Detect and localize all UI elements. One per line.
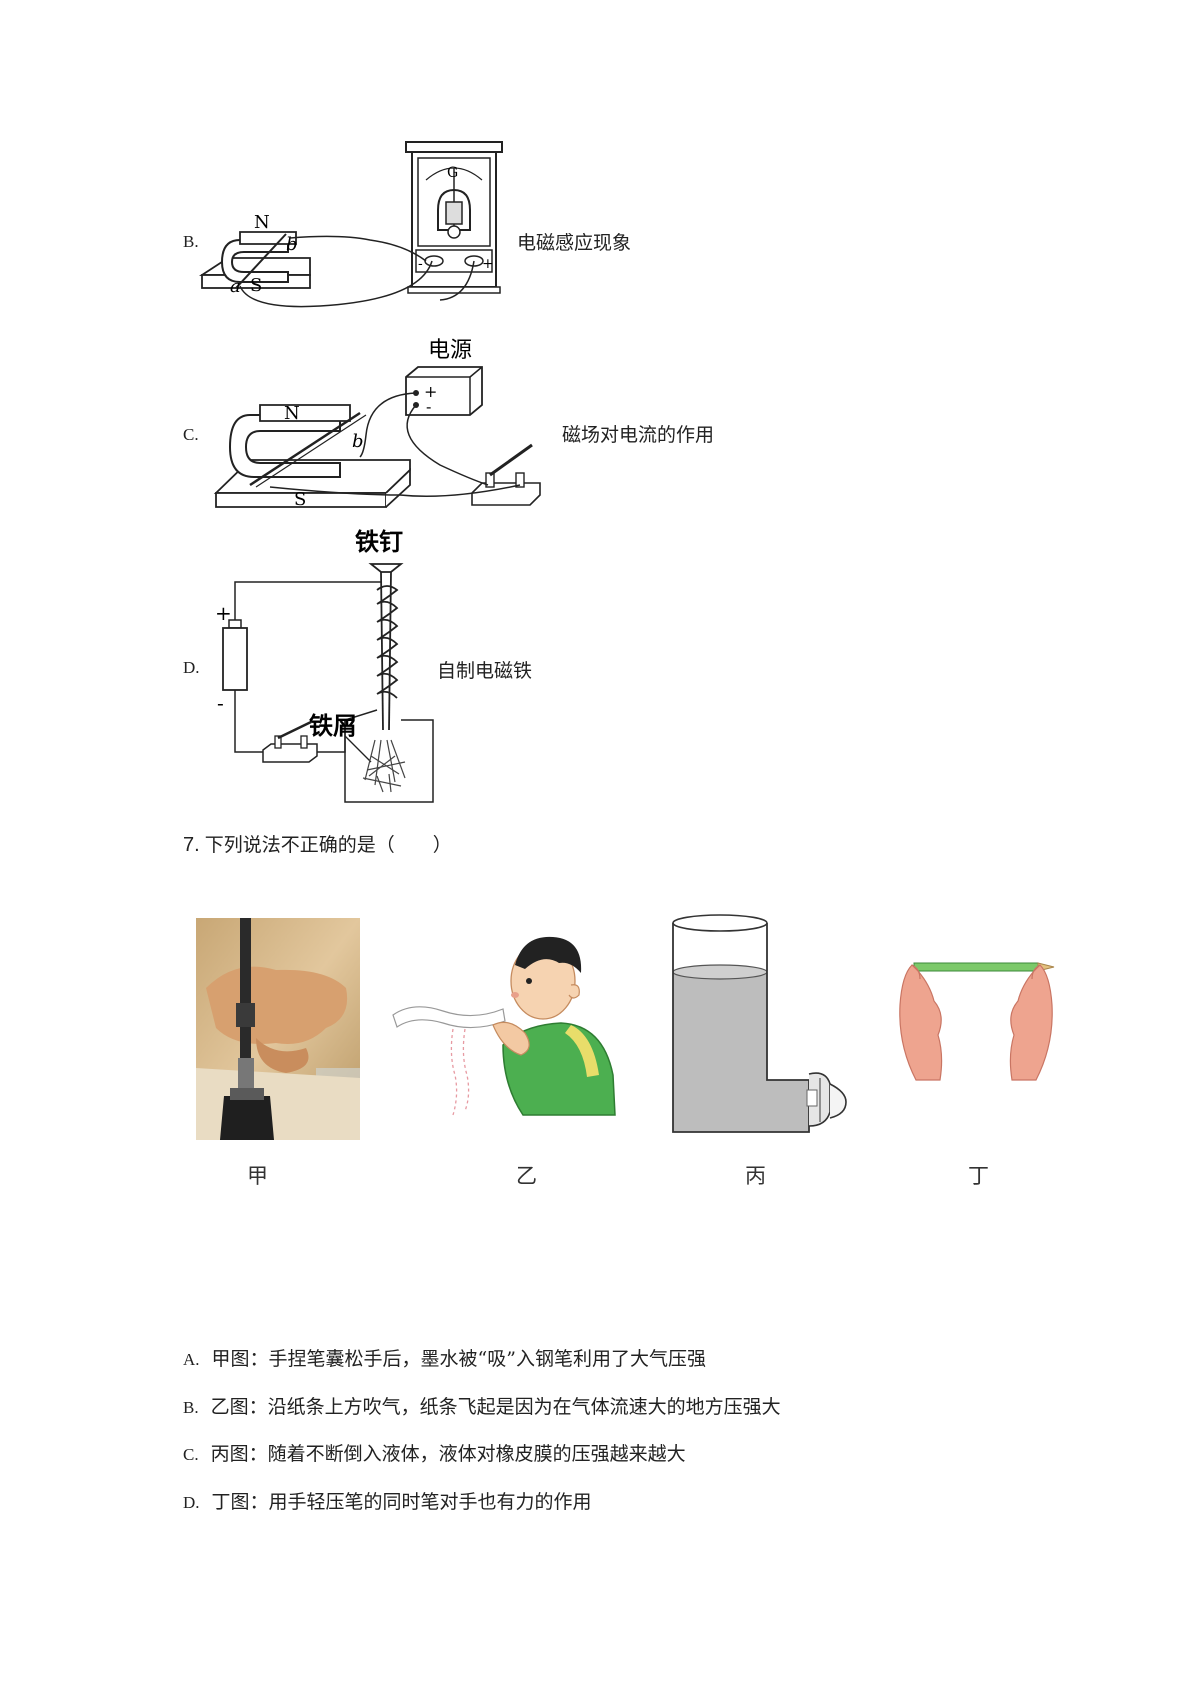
galvanometer-g-label: G	[447, 165, 458, 181]
figure-ding-hands-pencil	[899, 962, 1055, 1081]
galvanometer-plus-label: +	[482, 256, 494, 272]
answer-text: 甲图：手捏笔囊松手后，墨水被“吸”入钢笔利用了大气压强	[211, 1348, 706, 1370]
answer-text: 丙图：随着不断倒入液体，液体对橡皮膜的压强越来越大	[210, 1443, 686, 1465]
answer-text: 乙图：沿纸条上方吹气，纸条飞起是因为在气体流速大的地方压强大	[210, 1396, 781, 1418]
battery-minus-label: -	[217, 691, 224, 715]
induction-diagram: G - + N S a b	[198, 141, 503, 308]
power-source-label: 电源	[428, 338, 472, 363]
question-text: 下列说法不正确的是（ ）	[204, 834, 452, 856]
magnet-s-label: S	[294, 489, 306, 510]
switch-icon	[471, 443, 541, 506]
option-b-caption: 电磁感应现象	[517, 232, 632, 254]
conductor-b-label: b	[286, 234, 298, 255]
iron-filings-icon	[362, 739, 406, 793]
figure-yi-boy-blowing	[392, 936, 616, 1116]
answer-letter: A.	[183, 1350, 200, 1369]
option-c-letter: C.	[183, 425, 199, 444]
answer-choice-c[interactable]: C. 丙图：随着不断倒入液体，液体对橡皮膜的压强越来越大	[183, 1439, 686, 1466]
galvanometer-minus-label: -	[418, 256, 423, 272]
motor-principle-diagram: 电源 + - N S b	[213, 338, 541, 510]
conductor-b-label: b	[352, 431, 364, 452]
figure-bing-liquid-container	[672, 914, 847, 1133]
option-c-caption: 磁场对电流的作用	[562, 424, 715, 446]
answer-choice-b[interactable]: B. 乙图：沿纸条上方吹气，纸条飞起是因为在气体流速大的地方压强大	[183, 1392, 781, 1419]
answer-choice-a[interactable]: A. 甲图：手捏笔囊松手后，墨水被“吸”入钢笔利用了大气压强	[183, 1344, 706, 1371]
source-plus-label: +	[424, 382, 437, 401]
magnet-n-label: N	[284, 403, 300, 424]
answer-letter: B.	[183, 1398, 199, 1417]
figure-label-yi: 乙	[516, 1164, 537, 1188]
battery-plus-label: +	[215, 601, 232, 625]
conductor-a-label: a	[230, 276, 241, 297]
iron-filings-label: 铁屑	[309, 712, 357, 740]
figure-label-bing: 丙	[745, 1164, 766, 1188]
answer-choice-d[interactable]: D. 丁图：用手轻压笔的同时笔对手也有力的作用	[183, 1487, 592, 1514]
answer-letter: C.	[183, 1445, 199, 1464]
iron-nail-label: 铁钉	[355, 528, 403, 556]
figure-label-jia: 甲	[247, 1164, 268, 1188]
battery-icon	[222, 619, 248, 691]
figure-jia-pen-photo	[196, 918, 360, 1140]
coil-icon	[376, 585, 399, 699]
iron-nail-icon	[368, 563, 404, 731]
option-d-letter: D.	[183, 658, 200, 677]
magnet-s-label: S	[250, 275, 262, 296]
question-7-stem: 7. 下列说法不正确的是（ ）	[183, 830, 452, 857]
answer-text: 丁图：用手轻压笔的同时笔对手也有力的作用	[211, 1491, 592, 1513]
electromagnet-diagram: 铁钉 + - 铁屑	[215, 528, 434, 803]
option-d-caption: 自制电磁铁	[437, 660, 533, 682]
answer-letter: D.	[183, 1493, 200, 1512]
galvanometer-icon	[405, 141, 503, 294]
source-minus-label: -	[426, 397, 431, 416]
power-source-icon	[405, 366, 483, 416]
magnet-n-label: N	[254, 212, 270, 233]
figure-label-ding: 丁	[968, 1164, 989, 1188]
switch-icon	[262, 720, 318, 763]
question-number: 7.	[183, 834, 200, 856]
option-b-letter: B.	[183, 232, 199, 251]
